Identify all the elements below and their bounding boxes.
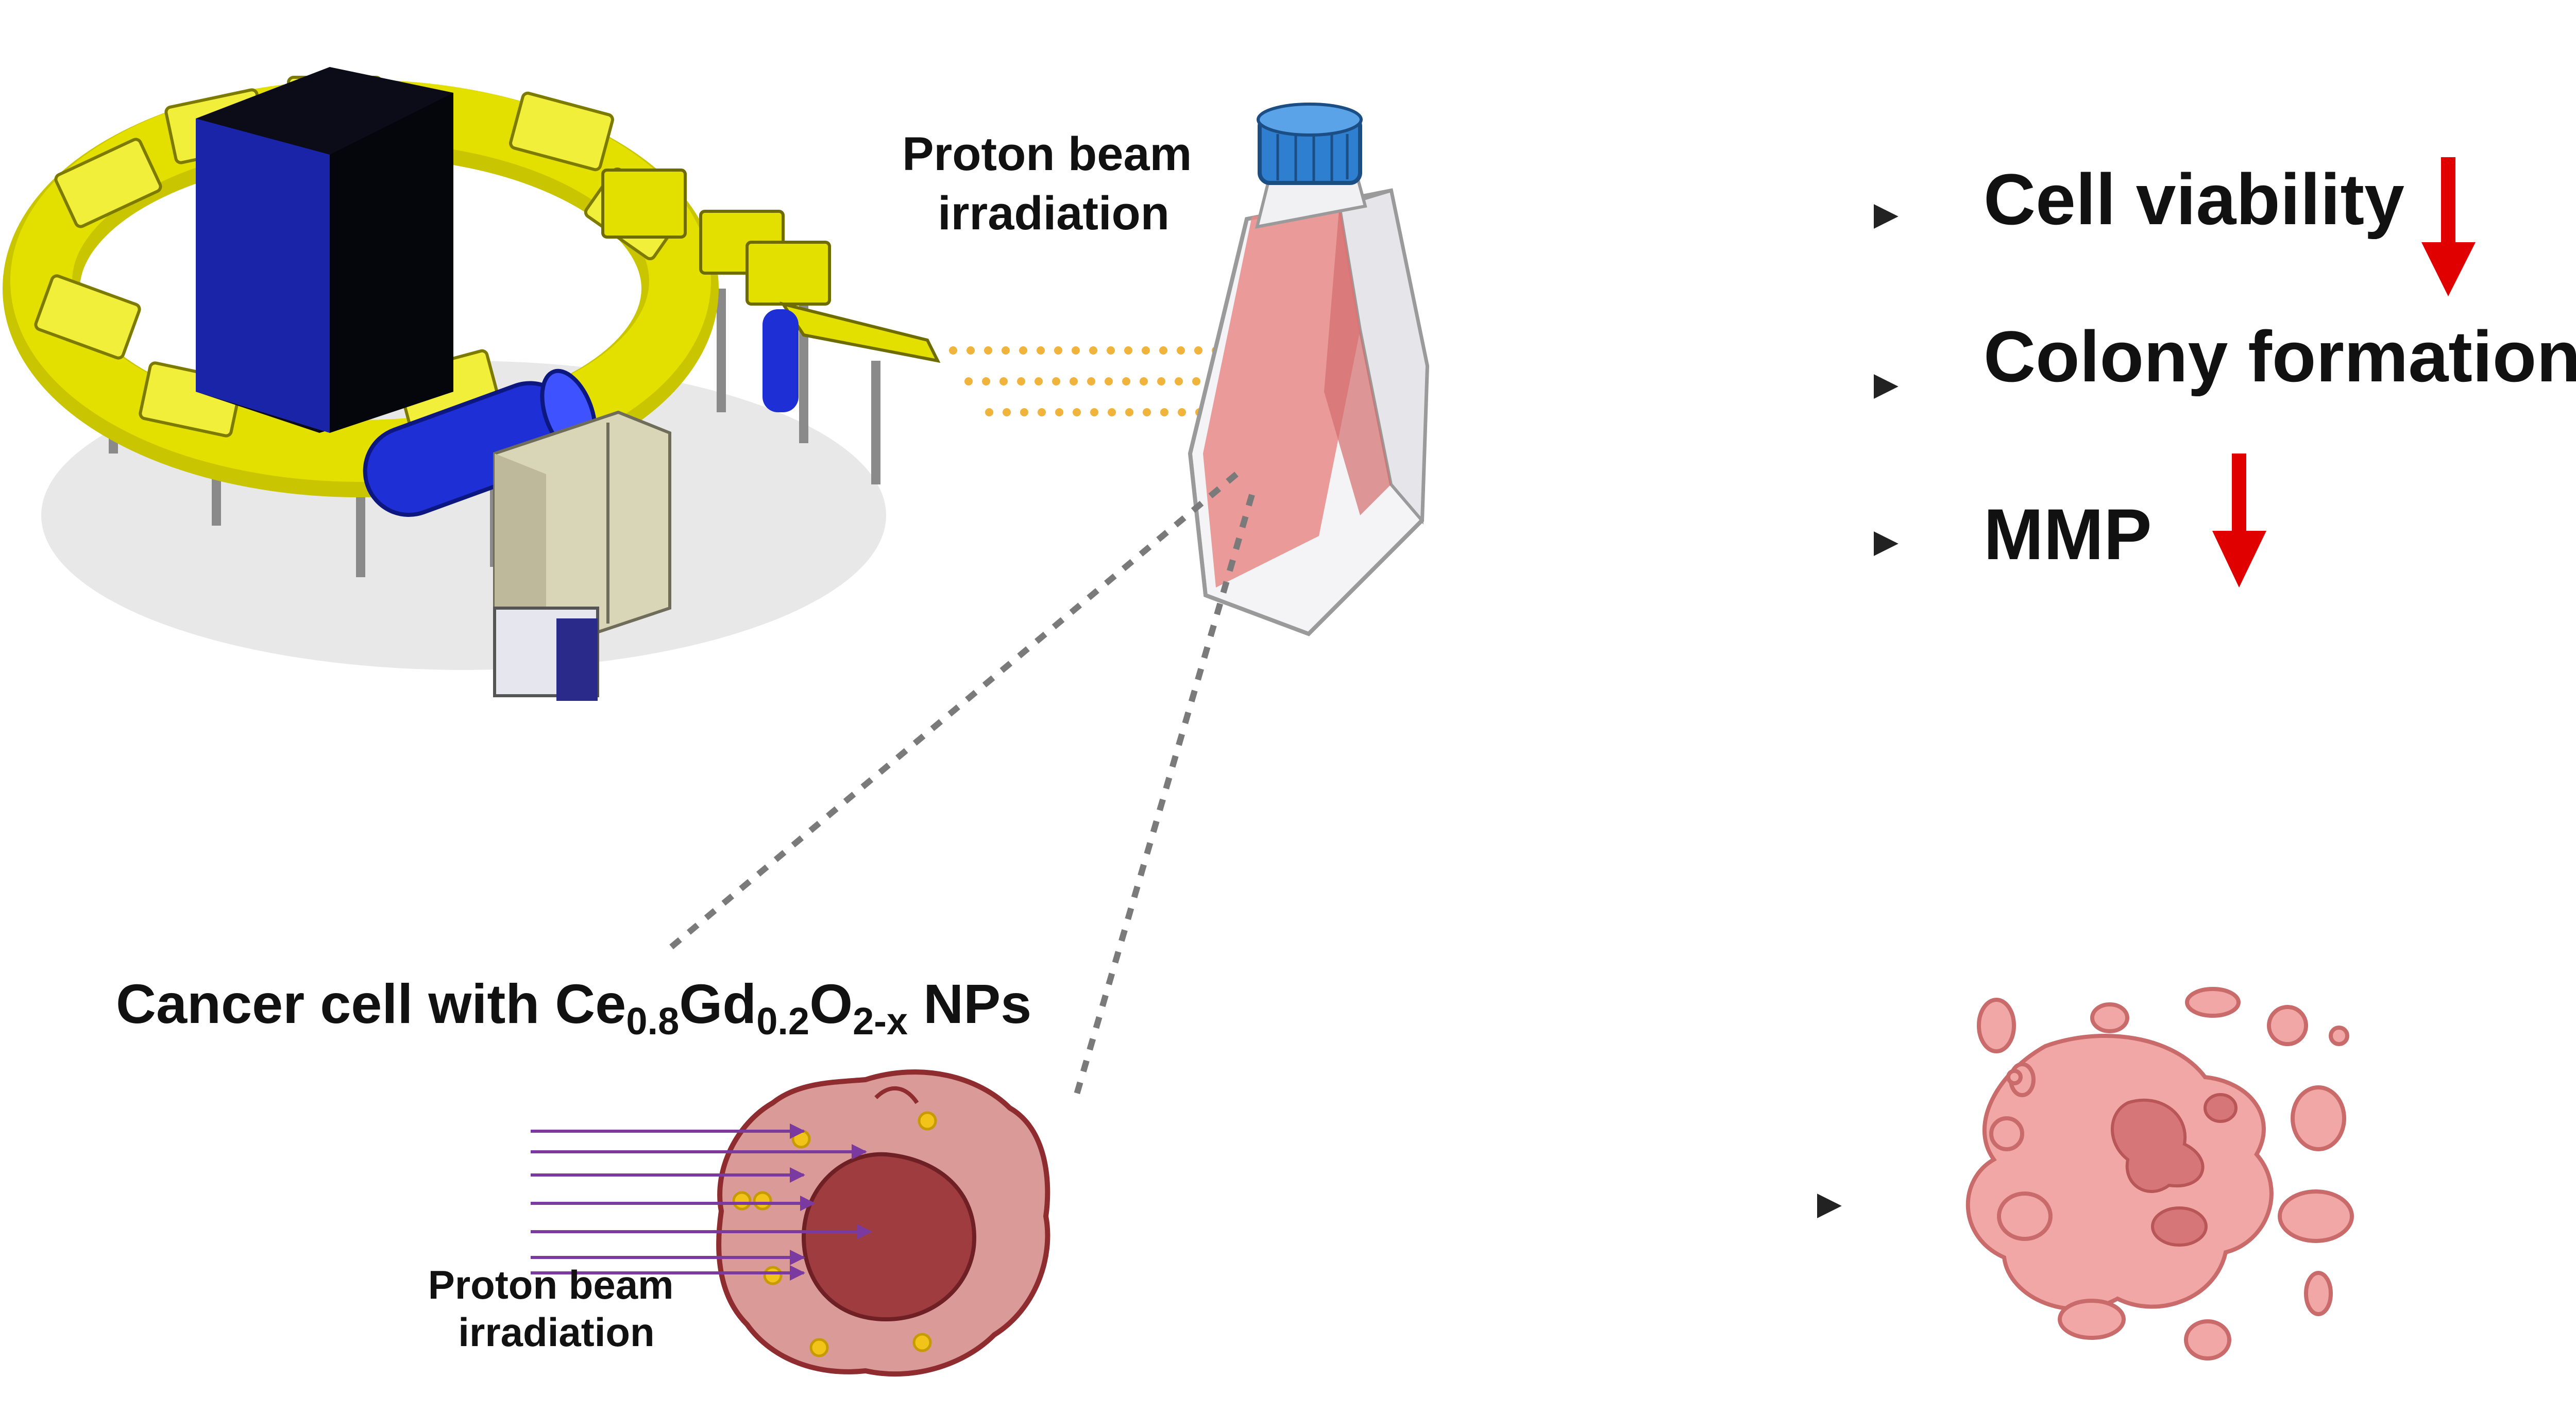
beam-dot (1038, 408, 1046, 416)
beam-dot (1037, 346, 1045, 355)
beam-dot (1054, 346, 1062, 355)
beam-dot (1019, 346, 1027, 355)
beam-dot (982, 377, 990, 385)
beam-dot (1017, 377, 1025, 385)
cell-culture-flask-icon (1188, 103, 1430, 636)
beam-dot (1122, 377, 1130, 385)
beam-dot (985, 408, 993, 416)
beam-dot (1070, 377, 1078, 385)
beam-dot (1175, 377, 1183, 385)
beam-label-top: Proton beam irradiation (902, 128, 1205, 240)
beam-dot (1105, 377, 1113, 385)
beam-dot (1107, 346, 1115, 355)
beam-dot (984, 346, 992, 355)
beam-dot (999, 377, 1008, 385)
cancer-cell-label: Cancer cell with Ce0.8Gd0.2O2-x NPs (116, 972, 1031, 1043)
beam-dot (1089, 346, 1097, 355)
beam-dot (1002, 346, 1010, 355)
beam-dot (1143, 408, 1151, 416)
beam-dot (1073, 408, 1081, 416)
outcome-colony-formation: Colony formation (1984, 316, 2576, 397)
beam-dot (1125, 408, 1133, 416)
beam-dot (1072, 346, 1080, 355)
beam-dot (1157, 377, 1165, 385)
beam-dot (1052, 377, 1060, 385)
beam-dot (1003, 408, 1011, 416)
beam-dot (1035, 377, 1043, 385)
beam-dot (1142, 346, 1150, 355)
outcome-arrows (1494, 204, 1899, 556)
beam-dot (1177, 346, 1185, 355)
beam-dot (949, 346, 957, 355)
beam-dot (1124, 346, 1132, 355)
cancer-cell-icon (716, 1069, 1050, 1377)
decrease-arrow-icon (2212, 454, 2266, 587)
beam-dot (1055, 408, 1063, 416)
debris-nucleus (2111, 1093, 2238, 1247)
beam-dot (1160, 408, 1168, 416)
decrease-arrow-icon (2421, 157, 2476, 296)
beam-dot (1194, 346, 1202, 355)
beam-dot (1087, 377, 1095, 385)
beam-label-bottom: Proton beam irradiation (428, 1262, 685, 1355)
beam-dot (1178, 408, 1186, 416)
zoom-lines (668, 472, 1255, 1104)
beam-dot (964, 377, 973, 385)
beam-dot (1090, 408, 1098, 416)
outcome-cell-viability: Cell viability (1984, 159, 2404, 240)
outcome-mmp: MMP (1984, 494, 2152, 575)
beam-dot (1108, 408, 1116, 416)
proton-accelerator-icon (3, 67, 941, 701)
beam-dot (967, 346, 975, 355)
beam-dot (1020, 408, 1028, 416)
beam-dot (1159, 346, 1167, 355)
beam-dot (1140, 377, 1148, 385)
beam-dot (1192, 377, 1200, 385)
proton-arrows (531, 1123, 872, 1281)
